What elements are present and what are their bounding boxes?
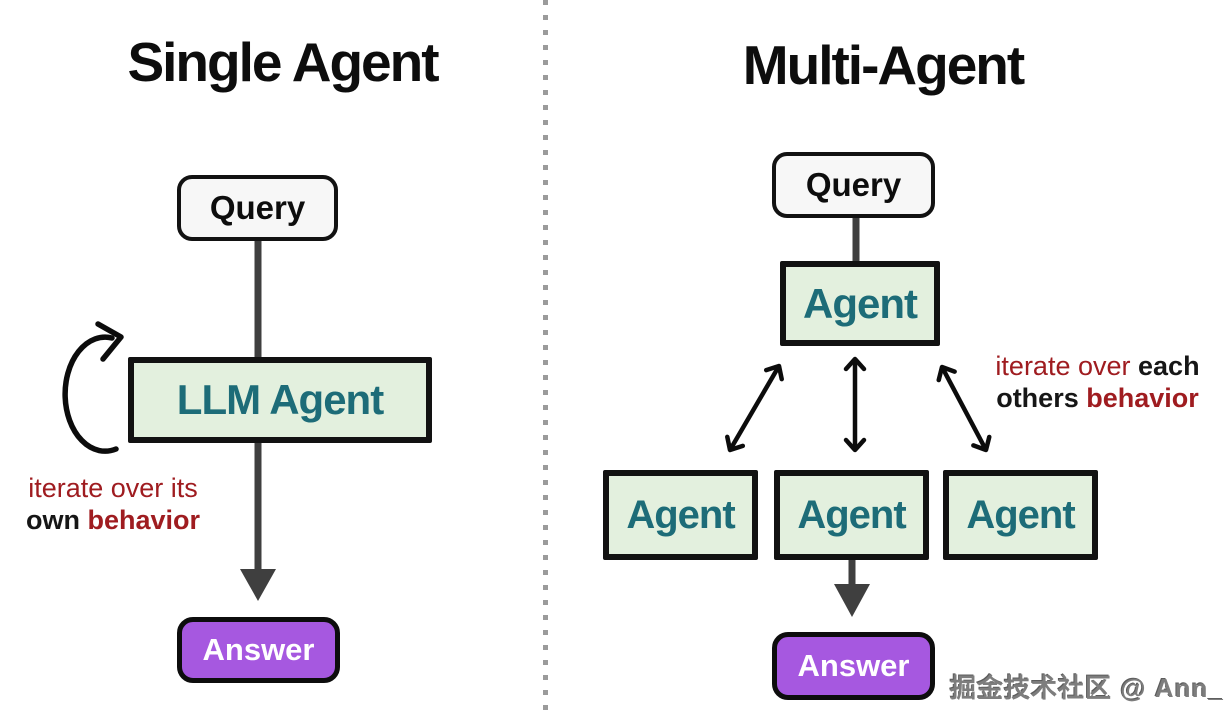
worker-agent-label-2: Agent [797,492,906,537]
double-arrow-right-icon [936,364,992,453]
multi-agent-title: Multi-Agent [742,34,1025,96]
multi-agent-to-answer-arrow [834,557,870,617]
panel-divider [543,0,548,716]
multi-answer-box: Answer [772,632,935,700]
llm-agent-label: LLM Agent [176,376,384,423]
multi-query-box: Query [772,152,935,218]
worker-agent-label-1: Agent [626,492,735,537]
worker-agent-box-3: Agent [943,470,1098,560]
annotation-line1: iterate over [995,351,1131,381]
multi-query-label: Query [805,166,902,203]
annotation-each: each [1138,351,1200,381]
llm-agent-box: LLM Agent [128,357,432,443]
self-loop-arrow-icon [62,321,124,454]
multi-agent-annotation: iterate over each others behavior [985,350,1210,414]
single-agent-title: Single Agent [127,31,439,93]
coordinator-agent-label: Agent [803,279,918,327]
double-arrow-left-icon [725,363,784,453]
annotation-own: own [25,505,80,535]
annotation-others: others [996,383,1079,413]
single-answer-label: Answer [202,632,315,667]
single-query-label: Query [209,189,306,226]
single-answer-box: Answer [177,617,340,683]
single-agent-to-answer-arrow [240,442,276,601]
worker-agent-label-3: Agent [966,492,1075,537]
single-agent-annotation: iterate over its own behavior [18,472,208,536]
watermark-text: 掘金技术社区 @ Ann_ [950,673,1224,703]
single-query-box: Query [177,175,338,241]
worker-agent-box-1: Agent [603,470,758,560]
annotation-behavior: behavior [1086,383,1199,413]
coordinator-agent-box: Agent [780,261,940,346]
annotation-line1: iterate over its [28,473,198,503]
multi-answer-label: Answer [797,648,910,683]
annotation-behavior: behavior [87,505,201,535]
worker-agent-box-2: Agent [774,470,929,560]
